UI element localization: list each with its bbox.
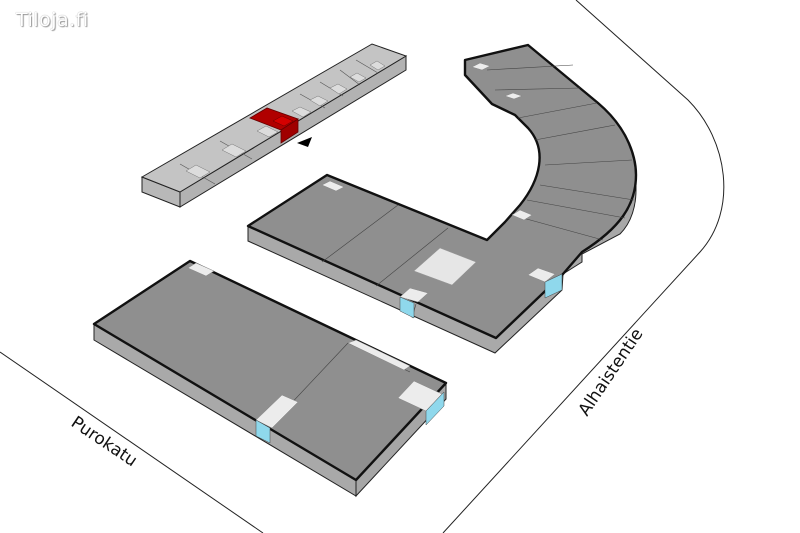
logo: Tiloja.fi <box>16 9 89 31</box>
stair-icon <box>425 391 445 426</box>
highlighted-unit[interactable] <box>249 107 299 144</box>
road-alhaistentie-edge <box>442 0 725 533</box>
street-label-alhaistentie: Alhaistentie <box>575 325 648 420</box>
stair-icon <box>544 273 563 299</box>
building-c[interactable] <box>92 259 448 498</box>
road-purokatu-edge <box>0 351 264 533</box>
stair-icon <box>255 419 271 444</box>
street-label-purokatu: Purokatu <box>67 413 140 472</box>
building-a[interactable] <box>140 43 408 208</box>
building-b[interactable] <box>246 43 638 354</box>
selection-arrow-icon <box>297 137 312 147</box>
courtyard-light <box>413 247 477 286</box>
stair-icon <box>399 296 415 319</box>
